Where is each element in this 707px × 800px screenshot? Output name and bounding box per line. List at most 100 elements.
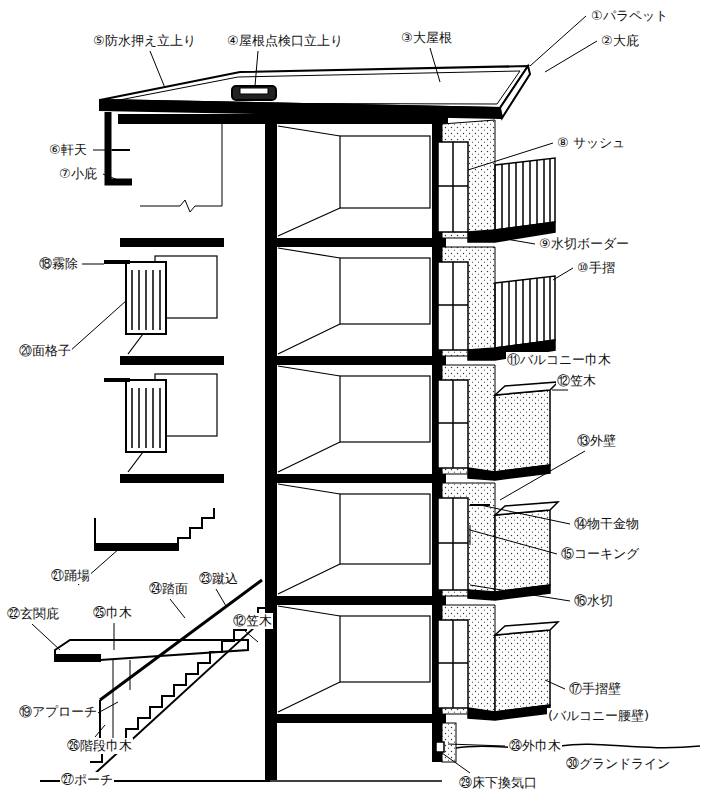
structure-part (120, 356, 224, 365)
stairs (40, 508, 270, 781)
window-grille-part (132, 388, 160, 448)
stairs-part (55, 655, 100, 661)
sash-part (452, 380, 454, 468)
roof-part (222, 118, 223, 206)
sash-part (438, 304, 468, 306)
structure-part (270, 596, 446, 605)
room-perspective-part (278, 442, 340, 472)
leader-line-part (530, 16, 586, 66)
leader-line-part (515, 345, 530, 350)
room-perspective-part (340, 616, 430, 682)
callout-label: ④屋根点検口立上り (226, 33, 344, 49)
room-perspective-part (340, 258, 430, 324)
room-perspective-part (278, 126, 340, 136)
callout-label: ㉗ポーチ (60, 772, 114, 788)
callout-label: ⑭物干金物 (573, 516, 640, 532)
structure-part (265, 110, 277, 780)
callout-label: ⑥軒天 (48, 142, 88, 158)
room-perspective-part (278, 248, 340, 258)
callout-label: ⑫笠木 (232, 613, 273, 629)
callout-label: ⑲アプローチ (18, 704, 98, 720)
leader-line-part (480, 505, 570, 524)
balcony-part (495, 502, 558, 515)
leader-line-part (470, 530, 557, 554)
balcony-part (495, 390, 550, 472)
window-grille-part (104, 260, 130, 264)
callout-label: ⑧ サッシュ (556, 135, 626, 151)
balcony-part (495, 276, 555, 348)
stairs-part (113, 660, 114, 742)
roof-part (232, 86, 276, 100)
balcony-part (468, 585, 550, 600)
stairs-part (130, 660, 131, 690)
callout-label: ⑩手摺 (576, 260, 616, 276)
window-grille-part (126, 380, 166, 452)
sash-part (438, 185, 468, 187)
roof-part (140, 200, 222, 212)
sash-part (452, 262, 454, 350)
structure-part (270, 474, 446, 483)
leader-line-part (82, 264, 104, 265)
window-grille-part (132, 270, 160, 330)
structure-part (118, 114, 448, 124)
callout-label: ⑯水切 (573, 593, 614, 609)
leader-line-part (96, 702, 118, 714)
leader-line-part (93, 150, 112, 151)
structure-part (270, 238, 446, 247)
room-perspective-part (340, 376, 430, 442)
balcony-part (502, 159, 550, 229)
window-grille (104, 262, 166, 452)
callout-label: ㉒玄関庇 (6, 606, 60, 622)
sash-part (438, 662, 468, 664)
callout-label: ②大庇 (600, 33, 640, 49)
sash-part (438, 262, 468, 350)
sash-part (438, 380, 468, 468)
stairs-part (100, 580, 262, 700)
balcony-part (495, 630, 550, 712)
stairs-part (95, 544, 178, 550)
structure-part (120, 474, 224, 483)
leader-line-part (430, 48, 440, 82)
sash-part (452, 620, 454, 708)
structure-part (270, 714, 446, 723)
callout-label: ⑬外壁 (576, 433, 617, 449)
leader-line-part (553, 268, 573, 280)
room-perspective-part (278, 484, 340, 494)
callout-label: ㉚グランドライン (565, 756, 671, 772)
balcony-part (495, 622, 558, 635)
structure-part (120, 238, 224, 247)
leader-line-part (545, 680, 565, 689)
ground-part (436, 742, 444, 752)
window-grille-part (104, 378, 130, 382)
callout-label: (バルコニー腰壁) (547, 708, 650, 724)
callout-label: ⑮コーキング (560, 546, 640, 562)
callout-label: ⑪バルコニー巾木 (506, 352, 612, 368)
callout-label: ㉑踊場 (50, 568, 91, 584)
callout-label: ㉖階段巾木 (66, 738, 133, 754)
callout-label: ③大屋根 (400, 30, 453, 46)
balcony-part (468, 705, 550, 720)
room-perspective-part (340, 494, 430, 564)
callout-label: ⑨水切ボーダー (538, 236, 630, 252)
room-perspective-part (278, 564, 340, 594)
structure-part (270, 356, 446, 365)
sash-part (438, 498, 468, 590)
leader-line-part (470, 585, 570, 601)
ground-part (456, 744, 700, 748)
roof-part (112, 149, 130, 151)
balcony-part (470, 525, 471, 545)
leader-line (32, 16, 597, 773)
sash-part (438, 542, 468, 544)
room-perspective-part (278, 208, 340, 236)
stairs-part (95, 508, 214, 548)
room-perspective-part (278, 366, 340, 376)
callout-label: ⑤防水押え立上り (92, 33, 197, 49)
sash-part (438, 620, 468, 708)
room-perspective-part (278, 682, 340, 712)
leader-line-part (255, 51, 258, 86)
leader-line-part (468, 143, 553, 170)
sash-part (452, 142, 454, 232)
sash-part (452, 498, 454, 590)
callout-label: ⑰手摺壁 (568, 681, 622, 697)
